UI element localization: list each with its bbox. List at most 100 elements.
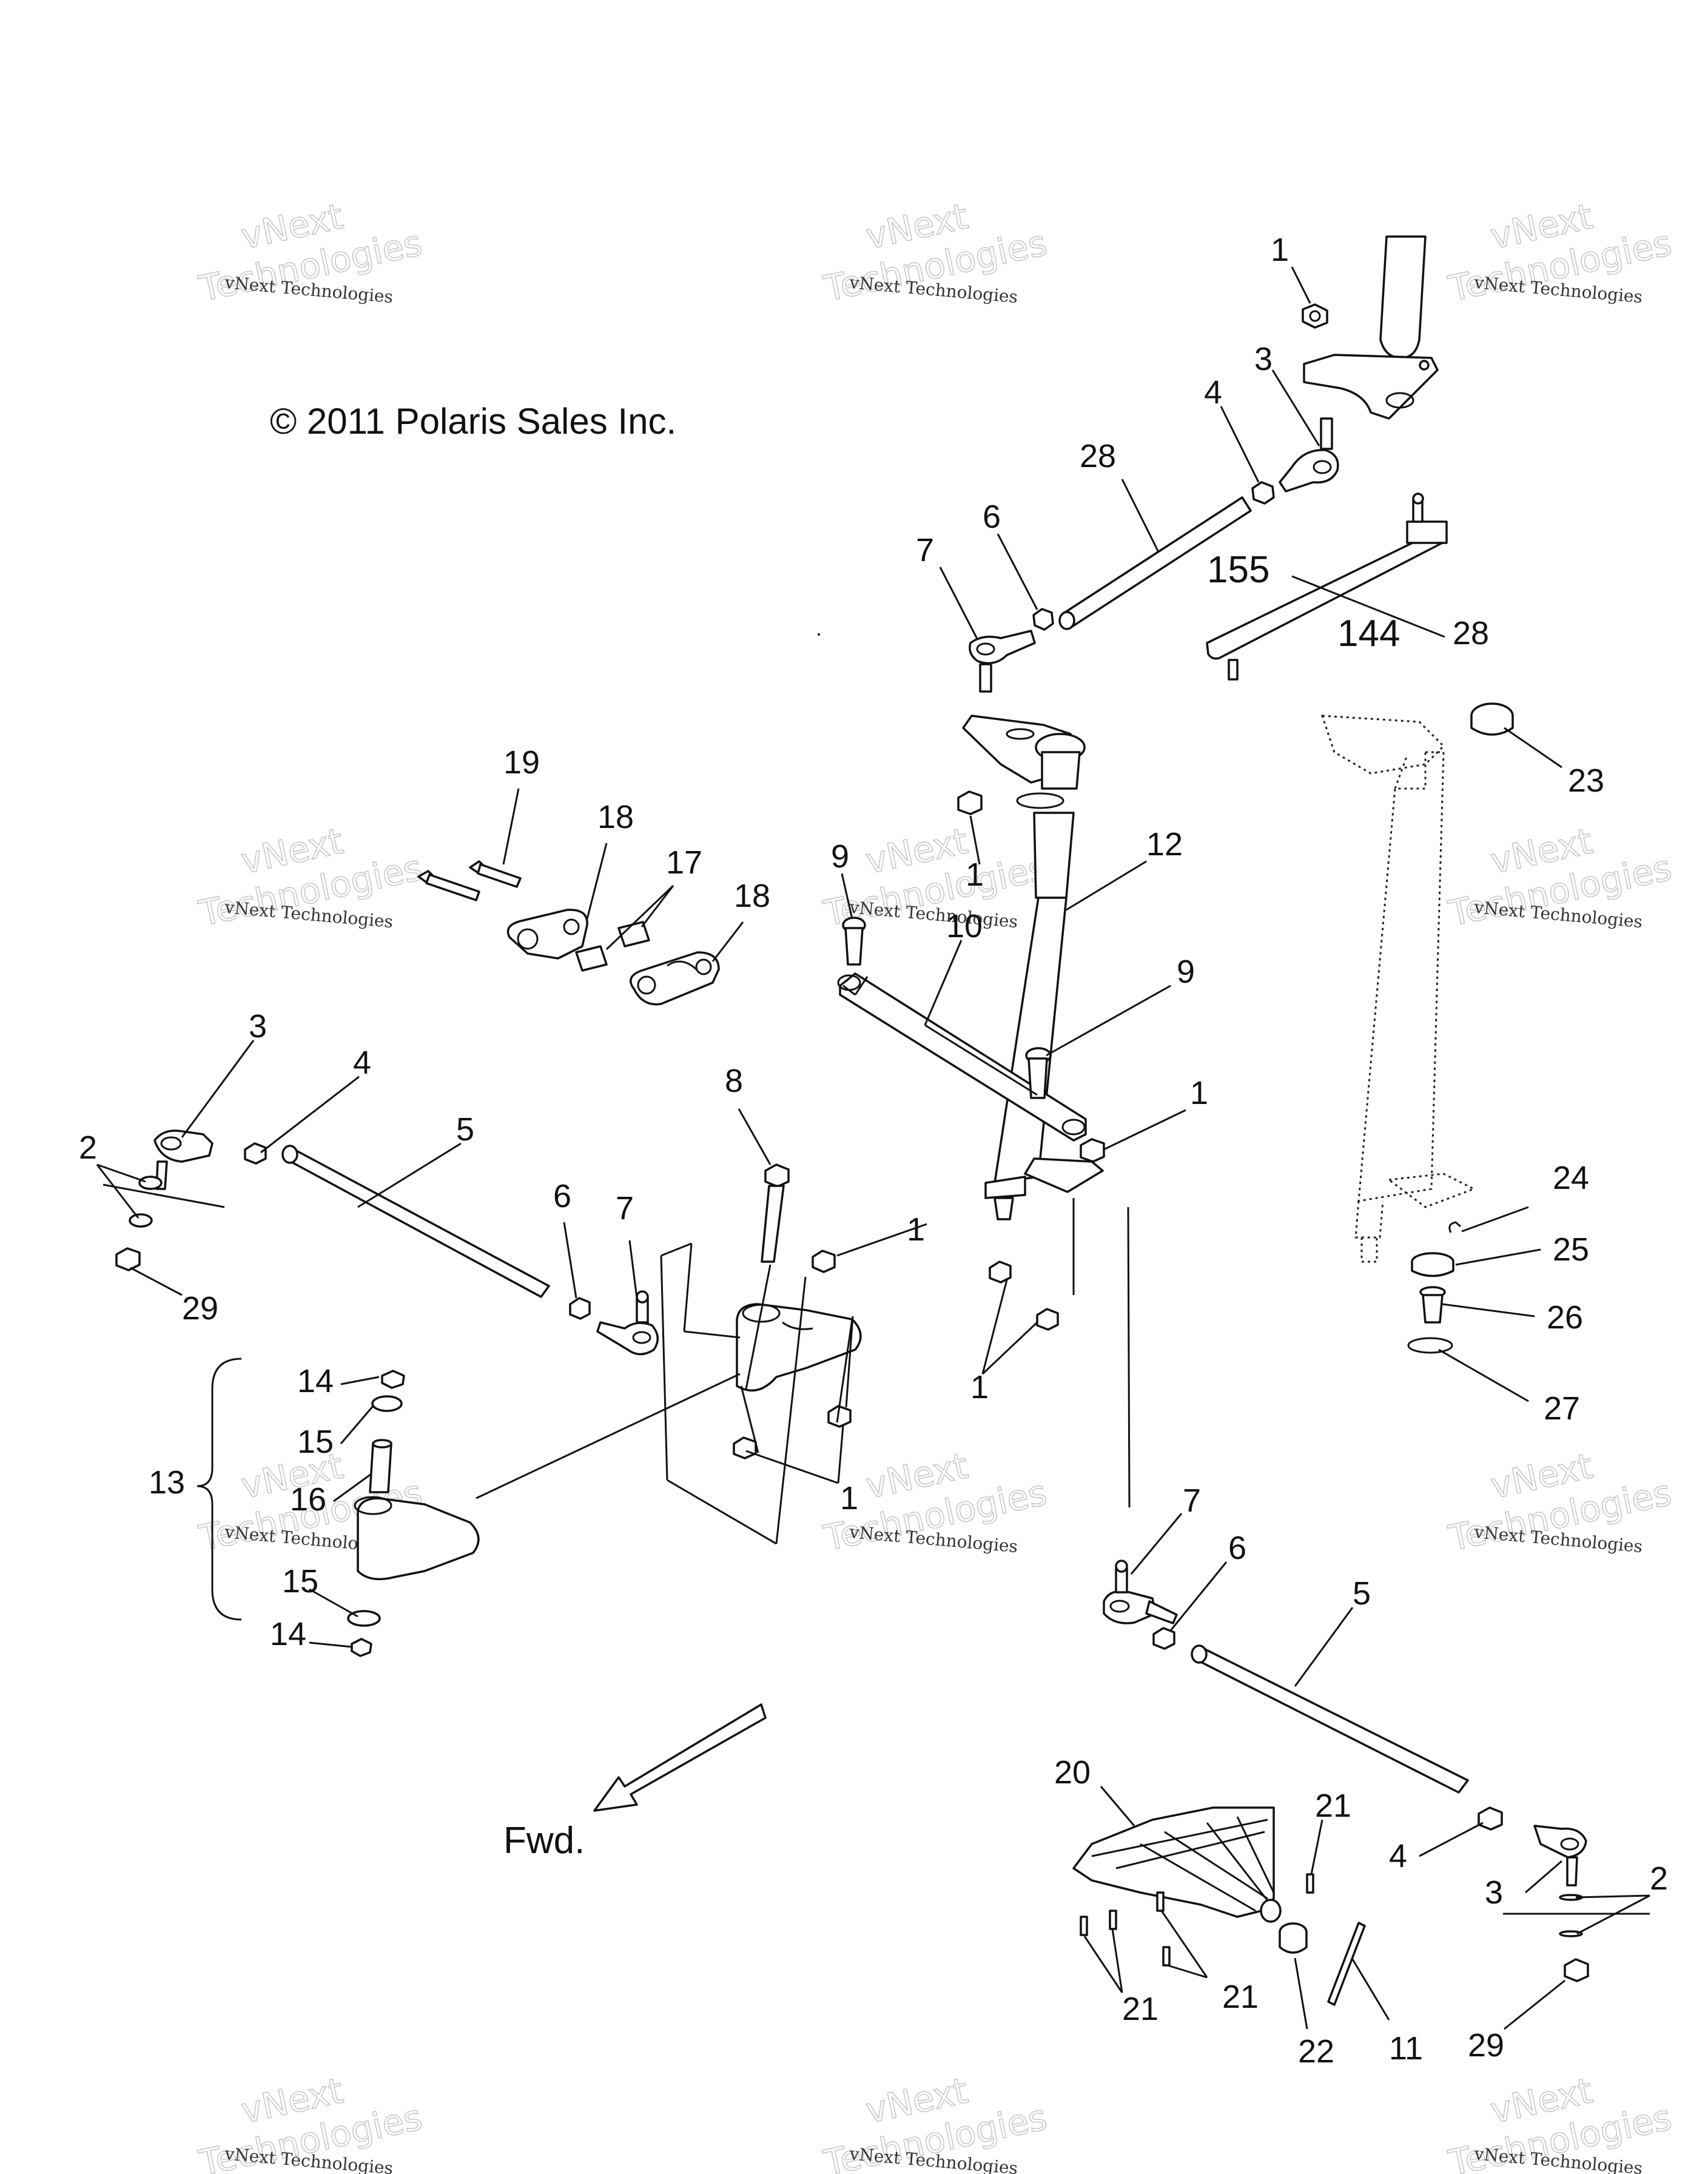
tie-rod-end-icon bbox=[1103, 1560, 1178, 1624]
callout: 29 bbox=[1468, 2027, 1504, 2064]
callout: 20 bbox=[1054, 1754, 1091, 1791]
bushing-icon bbox=[617, 921, 650, 947]
size-label-155: 155 bbox=[1207, 549, 1269, 591]
copyright-notice: © 2011 Polaris Sales Inc. bbox=[270, 401, 676, 442]
tie-rod-end-icon bbox=[969, 630, 1036, 693]
callout: 1 bbox=[1271, 232, 1289, 268]
callout: 18 bbox=[734, 878, 770, 914]
nut-icon bbox=[989, 1260, 1012, 1284]
callout: 4 bbox=[1204, 374, 1222, 411]
callout: 10 bbox=[946, 908, 983, 944]
callout: 6 bbox=[553, 1178, 571, 1214]
callout: 6 bbox=[983, 499, 1001, 535]
watermarks: vNext Technologies vNext Technologies vN… bbox=[195, 195, 1675, 2174]
nut-icon bbox=[115, 1247, 141, 1271]
nut-icon bbox=[1152, 1627, 1175, 1650]
nut-icon bbox=[1251, 481, 1275, 505]
rivet-icon bbox=[1306, 1873, 1314, 1894]
bolt-icon bbox=[469, 860, 522, 888]
callout: 3 bbox=[1254, 341, 1273, 377]
nut-icon bbox=[1080, 1138, 1105, 1163]
callout: 29 bbox=[182, 1290, 218, 1327]
callout: 2 bbox=[79, 1129, 97, 1166]
washer-icon bbox=[1559, 1930, 1583, 1937]
rivet-icon bbox=[1156, 1891, 1165, 1912]
bracket-brace bbox=[197, 1358, 242, 1621]
callout: 7 bbox=[1183, 1482, 1201, 1519]
nut-icon bbox=[1302, 303, 1328, 329]
callout: 1 bbox=[966, 856, 984, 893]
callout: 26 bbox=[1547, 1299, 1583, 1336]
nut-icon bbox=[812, 1250, 836, 1273]
callout: 13 bbox=[149, 1464, 185, 1501]
clip-icon bbox=[1448, 1221, 1461, 1233]
callout: 4 bbox=[1389, 1838, 1407, 1874]
size-label-144: 144 bbox=[1337, 613, 1400, 655]
bushing-icon bbox=[1419, 1286, 1446, 1324]
callout: 15 bbox=[297, 1424, 334, 1460]
bolt-icon bbox=[1025, 1047, 1052, 1099]
tie-rod-end-icon bbox=[596, 1290, 659, 1356]
idler-bracket bbox=[736, 1303, 862, 1392]
callout: 3 bbox=[1485, 1874, 1503, 1911]
rivet-icon bbox=[1109, 1910, 1117, 1930]
callout: 25 bbox=[1553, 1231, 1589, 1268]
bracket-icon bbox=[630, 951, 720, 1006]
forward-label: Fwd. bbox=[503, 1820, 585, 1862]
callout: 28 bbox=[1453, 615, 1489, 651]
nut-icon bbox=[1036, 1308, 1059, 1331]
callout: 14 bbox=[297, 1363, 334, 1399]
nut-icon bbox=[569, 1297, 591, 1320]
tie-rod-end-icon bbox=[153, 1129, 214, 1190]
callout: 16 bbox=[290, 1481, 326, 1518]
callout: 9 bbox=[831, 838, 849, 875]
grommet-icon bbox=[1279, 1922, 1308, 1954]
steering-boot bbox=[1072, 1806, 1282, 1923]
callout: 5 bbox=[456, 1111, 474, 1148]
tie-rod-155 bbox=[1058, 496, 1252, 630]
steering-column bbox=[962, 715, 1104, 1220]
callout: 7 bbox=[616, 1190, 634, 1227]
callout: 9 bbox=[1177, 954, 1195, 990]
rivet-icon bbox=[1162, 1946, 1171, 1967]
callout: 1 bbox=[907, 1211, 925, 1248]
idler-assembly bbox=[347, 1370, 480, 1657]
callout: 14 bbox=[270, 1616, 306, 1652]
callout: 2 bbox=[1650, 1860, 1668, 1897]
callout: 21 bbox=[1122, 1991, 1158, 2027]
callout: 18 bbox=[597, 799, 634, 835]
retaining-ring-icon bbox=[1407, 1337, 1453, 1354]
tie-rod-144 bbox=[1206, 493, 1448, 681]
washer-icon bbox=[129, 1213, 153, 1228]
leader-lines bbox=[96, 266, 1650, 2030]
nut-icon bbox=[827, 1405, 852, 1428]
callout: 21 bbox=[1315, 1788, 1351, 1824]
cap-icon bbox=[1470, 702, 1514, 736]
bolt-icon bbox=[842, 917, 866, 966]
tie-rod-end-icon bbox=[1279, 417, 1339, 493]
callout: 1 bbox=[840, 1480, 858, 1516]
callout: 6 bbox=[1228, 1530, 1246, 1566]
nut-icon bbox=[244, 1142, 267, 1165]
forward-arrow bbox=[593, 1703, 767, 1812]
callout: 1 bbox=[1190, 1075, 1208, 1111]
callout: 5 bbox=[1353, 1575, 1371, 1612]
bolt-icon bbox=[761, 1163, 790, 1263]
callout: 24 bbox=[1553, 1160, 1589, 1196]
callout: 27 bbox=[1544, 1390, 1580, 1427]
steering-column-top bbox=[1303, 235, 1439, 420]
bushing-icon bbox=[575, 945, 608, 972]
callout: 7 bbox=[916, 532, 934, 568]
washer-icon bbox=[138, 1176, 163, 1190]
callout: 19 bbox=[503, 744, 540, 781]
tie-rod-end-icon bbox=[1533, 1825, 1587, 1886]
callout: 11 bbox=[1389, 2030, 1423, 2067]
nut-icon bbox=[1564, 1958, 1589, 1982]
reference-column-dotted bbox=[1320, 715, 1476, 1263]
callout: 23 bbox=[1568, 762, 1604, 799]
rivet-icon bbox=[1080, 1916, 1088, 1936]
callout: 22 bbox=[1298, 2033, 1334, 2070]
stray-dot bbox=[818, 633, 820, 636]
cable-tie-icon bbox=[1327, 1922, 1366, 2006]
